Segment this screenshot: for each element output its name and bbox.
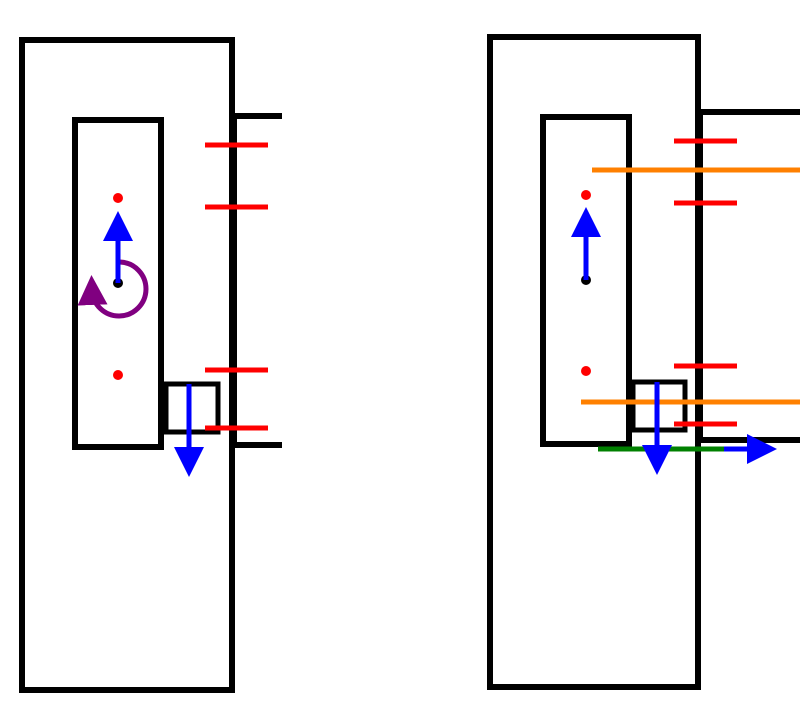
- left-outer-frame: [19, 37, 235, 693]
- right-inner-slider: [540, 114, 632, 447]
- rotation-arrow-icon: [77, 259, 149, 319]
- right-red-dot: [581, 366, 591, 376]
- left-side-structure: [231, 113, 282, 448]
- right-side-structure: [697, 109, 800, 443]
- right-panel: [487, 34, 800, 690]
- right-outer-frame: [487, 34, 701, 690]
- left-red-dot: [113, 193, 123, 203]
- left-inner-slider: [72, 117, 164, 450]
- left-small-block: [163, 381, 221, 435]
- right-red-dot: [581, 190, 591, 200]
- left-red-dot: [113, 370, 123, 380]
- left-panel: [19, 37, 282, 693]
